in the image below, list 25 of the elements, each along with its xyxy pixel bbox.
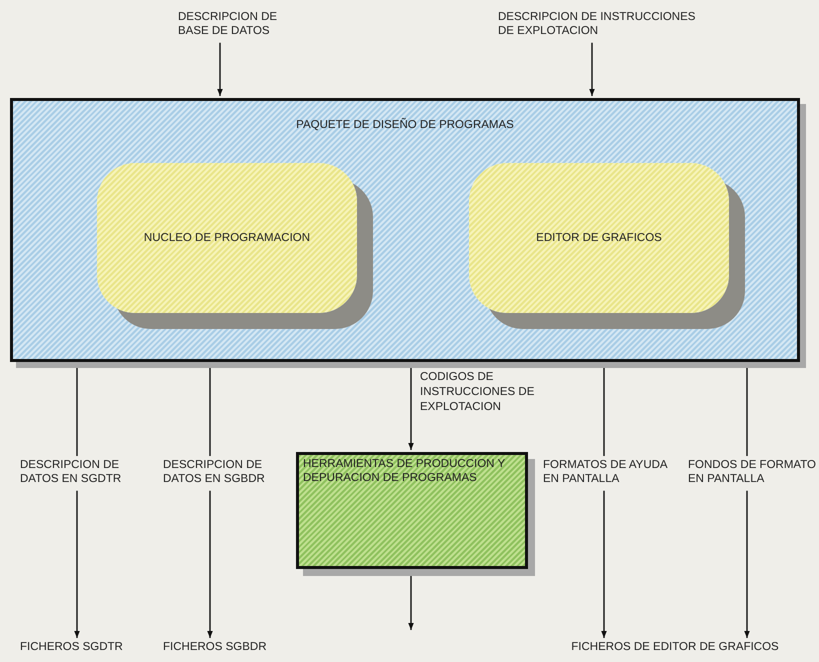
- flow-text: FONDOS DE FORMATO EN PANTALLA: [688, 458, 819, 487]
- arrow: [744, 490, 750, 638]
- flow-text: FICHEROS SGDTR: [20, 640, 150, 654]
- flow-text: DESCRIPCION DE BASE DE DATOS: [178, 10, 298, 39]
- arrow: [408, 366, 414, 450]
- module-box: EDITOR DE GRAFICOS: [469, 163, 729, 313]
- arrow: [601, 490, 607, 638]
- flow-text: DESCRIPCION DE INSTRUCCIONES DE EXPLOTACION: [498, 10, 698, 39]
- connector-line: [603, 366, 605, 456]
- arrow: [207, 490, 213, 638]
- module-box: NUCLEO DE PROGRAMACION: [97, 163, 357, 313]
- flow-text: FICHEROS DE EDITOR DE GRAFICOS: [560, 640, 790, 654]
- flow-text: DESCRIPCION DE DATOS EN SGDTR: [20, 458, 150, 487]
- flow-text: DESCRIPCION DE DATOS EN SGBDR: [163, 458, 293, 487]
- flow-text: FORMATOS DE AYUDA EN PANTALLA: [543, 458, 683, 487]
- edge-label: CODIGOS DE INSTRUCCIONES DE EXPLOTACION: [420, 370, 536, 415]
- arrow: [217, 42, 223, 96]
- arrow: [74, 490, 80, 638]
- arrow: [589, 42, 595, 96]
- connector-line: [76, 366, 78, 456]
- connector-line: [746, 366, 748, 456]
- arrow: [408, 573, 414, 630]
- flow-text: FICHEROS SGBDR: [163, 640, 293, 654]
- box-title: PAQUETE DE DISEÑO DE PROGRAMAS: [295, 119, 515, 131]
- connector-line: [209, 366, 211, 456]
